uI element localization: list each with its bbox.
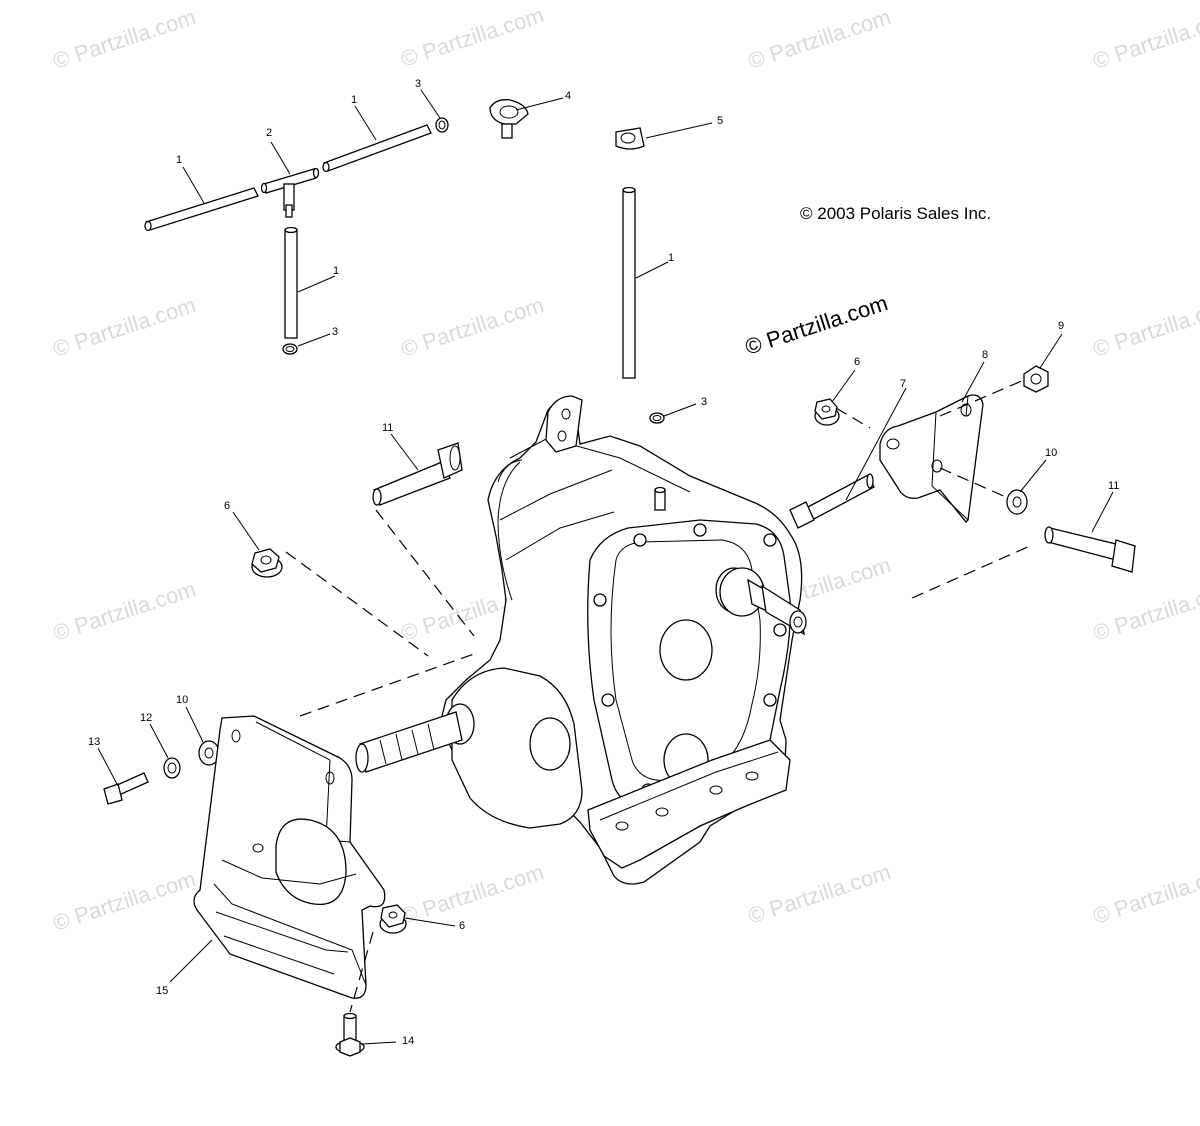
callout-label: 14: [402, 1035, 415, 1047]
callout-label: 11: [1108, 480, 1120, 492]
callout-label: 12: [140, 712, 153, 724]
alignment-line: [375, 509, 475, 637]
tee-fitting: [260, 167, 320, 218]
alignment-line: [939, 379, 1025, 417]
callout-label: 6: [854, 356, 861, 368]
callout-label: 3: [332, 326, 339, 338]
washer: [1006, 489, 1028, 515]
hose-clamp: [435, 117, 449, 133]
callout-label: 6: [459, 920, 466, 932]
bolt-part: [1044, 526, 1136, 573]
hose-clamp: [282, 343, 298, 355]
alignment-line: [939, 467, 1009, 499]
alignment-line: [349, 931, 374, 1013]
output-shaft: [719, 567, 807, 636]
hose-part: [144, 187, 259, 232]
callout-label: 1: [668, 252, 675, 264]
bolt-part: [372, 442, 463, 506]
mount-bracket: [879, 394, 984, 523]
callout-label: 3: [415, 78, 422, 90]
leader-lines: [97, 89, 1114, 1045]
callout-label: 15: [156, 985, 169, 997]
callout-label: 1: [176, 154, 183, 166]
alignment-line: [835, 407, 871, 429]
washer: [163, 757, 181, 779]
flange-nut: [251, 548, 283, 578]
flange-nut: [814, 398, 840, 426]
output-shaft: [355, 703, 475, 773]
bolt-part: [335, 1012, 365, 1057]
callout-label: 10: [176, 694, 189, 706]
hose-part: [622, 186, 636, 379]
copyright-notice: © 2003 Polaris Sales Inc.: [800, 204, 992, 223]
mount-bracket: [193, 715, 386, 999]
callout-label: 7: [900, 378, 907, 390]
callout-label: 8: [982, 349, 989, 361]
callout-label: 10: [1045, 447, 1058, 459]
callout-label: 5: [717, 115, 724, 127]
flange-nut: [1023, 365, 1049, 393]
callout-label: 2: [266, 127, 273, 139]
flange-nut: [379, 904, 407, 934]
tube-clip: [615, 127, 645, 150]
callout-label: 9: [1058, 320, 1065, 332]
gearbox-housing: [355, 395, 807, 885]
hose-part: [284, 226, 298, 339]
alignment-line: [285, 551, 429, 657]
bolt-part: [103, 772, 149, 805]
callout-label: 3: [701, 396, 708, 408]
hose-clamp: [649, 412, 665, 424]
callout-label: 13: [88, 736, 101, 748]
callout-label: 4: [565, 90, 572, 102]
bolt-part: [789, 473, 875, 529]
hose-clip: [489, 99, 529, 139]
hose-part: [322, 124, 432, 173]
callout-label: 1: [351, 94, 358, 106]
alignment-line: [911, 545, 1031, 599]
callout-label: 1: [333, 265, 340, 277]
alignment-line: [299, 653, 475, 717]
callout-label: 11: [382, 422, 394, 434]
callout-label: 6: [224, 500, 231, 512]
